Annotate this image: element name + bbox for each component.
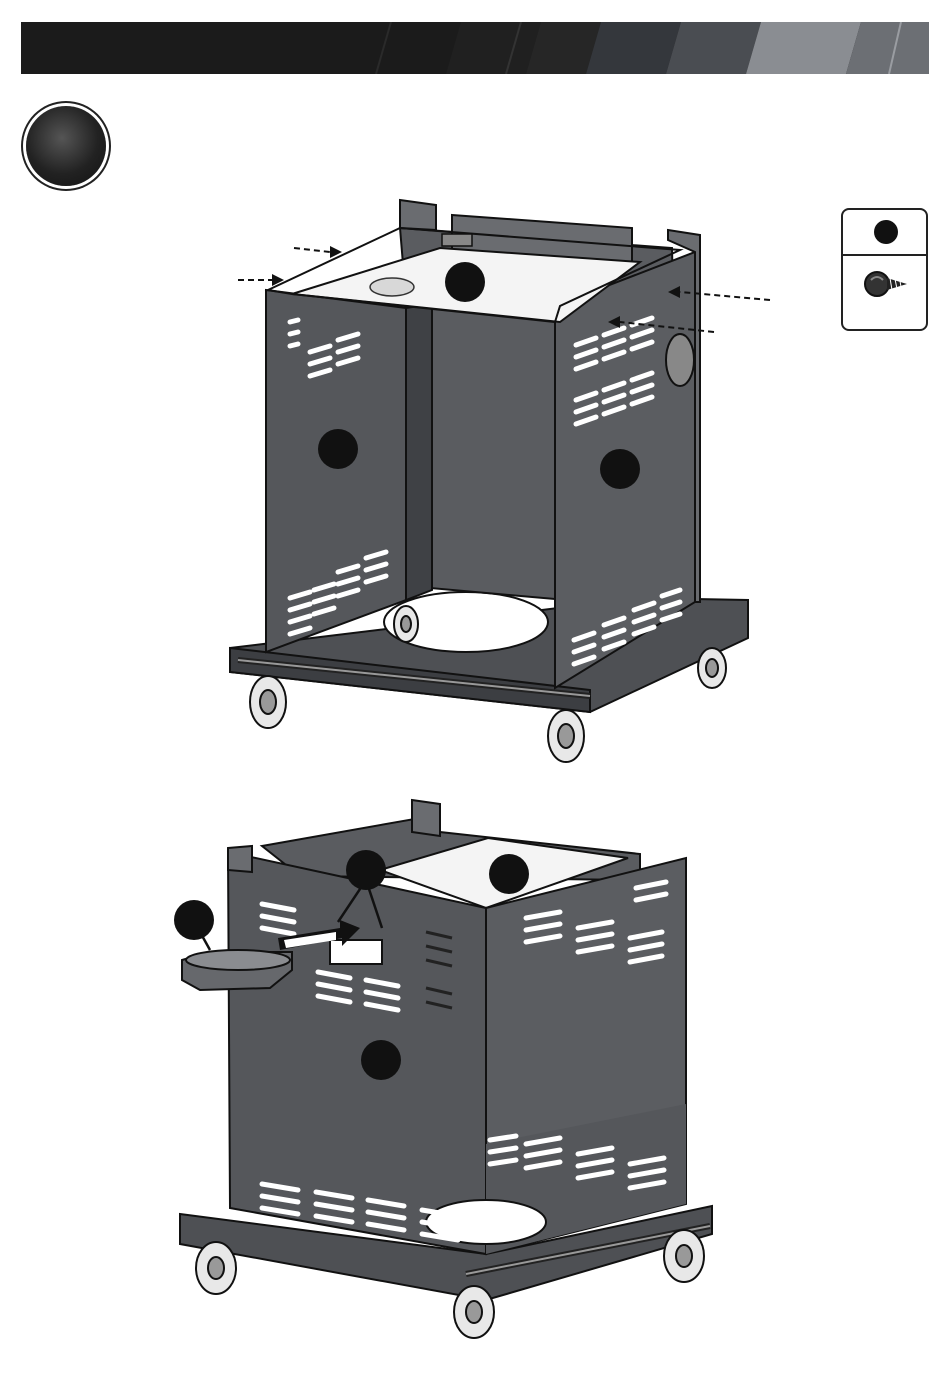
callout-fasteners (346, 850, 386, 890)
callout-top-panel-2 (489, 854, 529, 894)
callout-front-panel (361, 1040, 401, 1080)
callout-tray (174, 900, 214, 940)
